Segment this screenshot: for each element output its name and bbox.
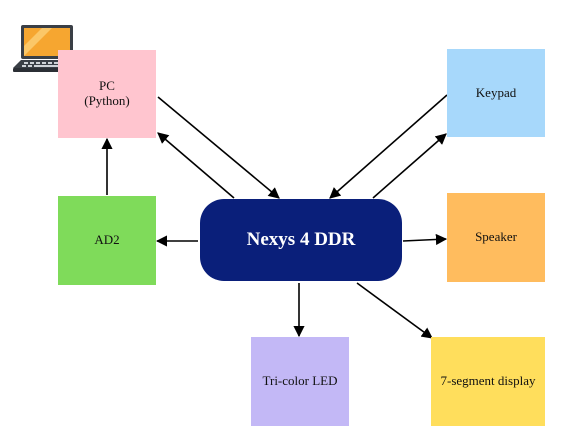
arrow-keypad-to-hub bbox=[329, 94, 448, 199]
keypad-node: Keypad bbox=[447, 49, 545, 137]
ad2-node: AD2 bbox=[58, 196, 156, 285]
ad2-node-label: AD2 bbox=[94, 232, 120, 248]
pc-node: PC (Python) bbox=[58, 50, 156, 138]
keypad-node-label: Keypad bbox=[475, 84, 517, 100]
pc-node-label: PC (Python) bbox=[84, 78, 130, 108]
nexys-4-ddr-hub: Nexys 4 DDR bbox=[200, 199, 402, 281]
speaker-node: Speaker bbox=[447, 193, 545, 282]
seven-segment-node: 7-segment display bbox=[431, 337, 545, 426]
arrow-pc-to-hub bbox=[157, 96, 280, 199]
arrow-hub-to-speaker bbox=[402, 233, 448, 246]
arrow-hub-to-pc bbox=[157, 132, 235, 199]
speaker-node-label: Speaker bbox=[475, 229, 517, 245]
tri-color-led-node: Tri-color LED bbox=[251, 337, 349, 426]
arrow-hub-to-segment bbox=[356, 282, 433, 339]
tri-color-led-node-label: Tri-color LED bbox=[262, 373, 338, 389]
hub-label: Nexys 4 DDR bbox=[246, 229, 356, 250]
arrow-hub-to-keypad bbox=[372, 133, 447, 199]
seven-segment-node-label: 7-segment display bbox=[440, 373, 536, 389]
